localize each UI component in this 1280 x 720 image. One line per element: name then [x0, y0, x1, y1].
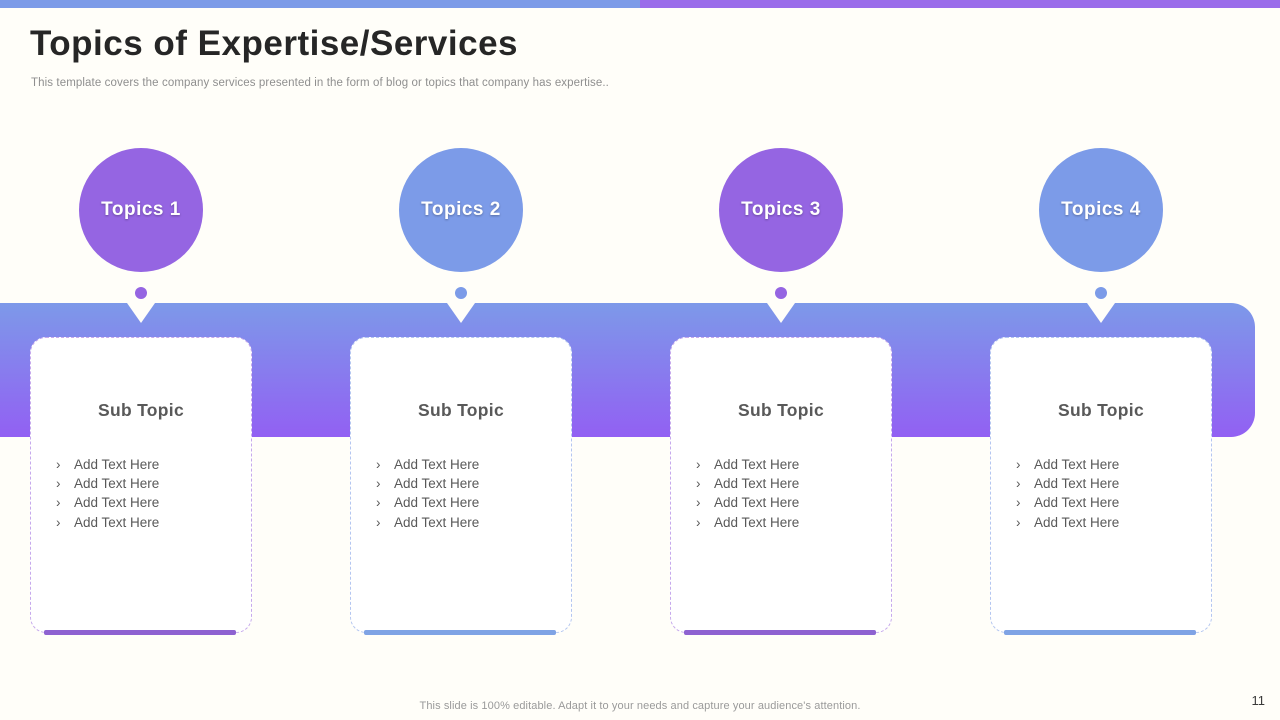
list-item-text: Add Text Here [74, 495, 160, 511]
chevron-bullet-icon: › [1016, 514, 1021, 530]
connector-arrow-icon [767, 303, 795, 323]
topic-label: Topics 1 [101, 199, 181, 220]
footer-note[interactable]: This slide is 100% editable. Adapt it to… [419, 700, 861, 712]
list-item-text: Add Text Here [74, 514, 160, 530]
list-item-text: Add Text Here [1034, 514, 1120, 530]
sub-topic-list: › Add Text Here › Add Text Here › Add Te… [991, 455, 1211, 532]
topic-circle[interactable]: Topics 3 [719, 148, 843, 272]
list-item[interactable]: › Add Text Here [1016, 513, 1201, 532]
connector-dot-icon [135, 287, 147, 299]
chevron-bullet-icon: › [376, 457, 381, 472]
chevron-bullet-icon: › [696, 514, 701, 530]
list-item-text: Add Text Here [74, 476, 160, 492]
list-item-text: Add Text Here [1034, 457, 1120, 472]
connector-dot-icon [775, 287, 787, 299]
sub-topic-list: › Add Text Here › Add Text Here › Add Te… [351, 455, 571, 532]
list-item[interactable]: › Add Text Here [56, 455, 241, 474]
connector-arrow-icon [1087, 303, 1115, 323]
list-item-text: Add Text Here [74, 457, 160, 472]
topic-circle[interactable]: Topics 2 [399, 148, 523, 272]
sub-topic-heading[interactable]: Sub Topic [1058, 400, 1144, 420]
topic-column: Topics 4 Sub Topic › Add Text Here › Add… [990, 0, 1212, 720]
list-item-text: Add Text Here [714, 476, 800, 492]
topic-column: Topics 2 Sub Topic › Add Text Here › Add… [350, 0, 572, 720]
list-item[interactable]: › Add Text Here [376, 513, 561, 532]
list-item-text: Add Text Here [714, 495, 800, 511]
card-accent-bar [44, 630, 236, 635]
list-item[interactable]: › Add Text Here [1016, 474, 1201, 493]
list-item[interactable]: › Add Text Here [376, 474, 561, 493]
topic-label: Topics 3 [741, 199, 821, 220]
chevron-bullet-icon: › [376, 495, 381, 511]
sub-topic-list: › Add Text Here › Add Text Here › Add Te… [671, 455, 891, 532]
sub-topic-heading[interactable]: Sub Topic [418, 400, 504, 420]
connector-dot-icon [455, 287, 467, 299]
connector-arrow-icon [127, 303, 155, 323]
sub-topic-card[interactable]: Sub Topic › Add Text Here › Add Text Her… [990, 337, 1212, 635]
page-number: 11 [1251, 693, 1266, 708]
chevron-bullet-icon: › [56, 495, 61, 511]
chevron-bullet-icon: › [56, 476, 61, 492]
chevron-bullet-icon: › [376, 476, 381, 492]
connector-dot-icon [1095, 287, 1107, 299]
sub-topic-list: › Add Text Here › Add Text Here › Add Te… [31, 455, 251, 532]
sub-topic-card[interactable]: Sub Topic › Add Text Here › Add Text Her… [350, 337, 572, 635]
list-item-text: Add Text Here [394, 495, 480, 511]
topic-circle[interactable]: Topics 4 [1039, 148, 1163, 272]
list-item[interactable]: › Add Text Here [1016, 493, 1201, 512]
top-accent-purple [640, 0, 1280, 8]
list-item[interactable]: › Add Text Here [376, 493, 561, 512]
chevron-bullet-icon: › [1016, 457, 1021, 472]
list-item[interactable]: › Add Text Here [56, 513, 241, 532]
top-accent-bar [0, 0, 1280, 8]
sub-topic-card[interactable]: Sub Topic › Add Text Here › Add Text Her… [670, 337, 892, 635]
slide-title[interactable]: Topics of Expertise/Services [30, 24, 519, 63]
topic-label: Topics 4 [1061, 199, 1141, 220]
card-accent-bar [1004, 630, 1196, 635]
list-item-text: Add Text Here [1034, 495, 1120, 511]
slide-subtitle[interactable]: This template covers the company service… [31, 77, 609, 89]
card-accent-bar [364, 630, 556, 635]
top-accent-blue [0, 0, 640, 8]
list-item[interactable]: › Add Text Here [696, 474, 881, 493]
sub-topic-card[interactable]: Sub Topic › Add Text Here › Add Text Her… [30, 337, 252, 635]
list-item-text: Add Text Here [714, 457, 800, 472]
chevron-bullet-icon: › [1016, 495, 1021, 511]
list-item-text: Add Text Here [714, 514, 800, 530]
list-item-text: Add Text Here [1034, 476, 1120, 492]
chevron-bullet-icon: › [376, 514, 381, 530]
topic-label: Topics 2 [421, 199, 501, 220]
topic-column: Topics 1 Sub Topic › Add Text Here › Add… [30, 0, 252, 720]
list-item-text: Add Text Here [394, 476, 480, 492]
list-item-text: Add Text Here [394, 457, 480, 472]
chevron-bullet-icon: › [56, 514, 61, 530]
topic-column: Topics 3 Sub Topic › Add Text Here › Add… [670, 0, 892, 720]
chevron-bullet-icon: › [56, 457, 61, 472]
list-item[interactable]: › Add Text Here [696, 513, 881, 532]
sub-topic-heading[interactable]: Sub Topic [738, 400, 824, 420]
topic-circle[interactable]: Topics 1 [79, 148, 203, 272]
sub-topic-heading[interactable]: Sub Topic [98, 400, 184, 420]
chevron-bullet-icon: › [1016, 476, 1021, 492]
list-item-text: Add Text Here [394, 514, 480, 530]
list-item[interactable]: › Add Text Here [696, 455, 881, 474]
chevron-bullet-icon: › [696, 476, 701, 492]
list-item[interactable]: › Add Text Here [56, 474, 241, 493]
list-item[interactable]: › Add Text Here [376, 455, 561, 474]
card-accent-bar [684, 630, 876, 635]
list-item[interactable]: › Add Text Here [696, 493, 881, 512]
list-item[interactable]: › Add Text Here [1016, 455, 1201, 474]
chevron-bullet-icon: › [696, 457, 701, 472]
chevron-bullet-icon: › [696, 495, 701, 511]
list-item[interactable]: › Add Text Here [56, 493, 241, 512]
connector-arrow-icon [447, 303, 475, 323]
